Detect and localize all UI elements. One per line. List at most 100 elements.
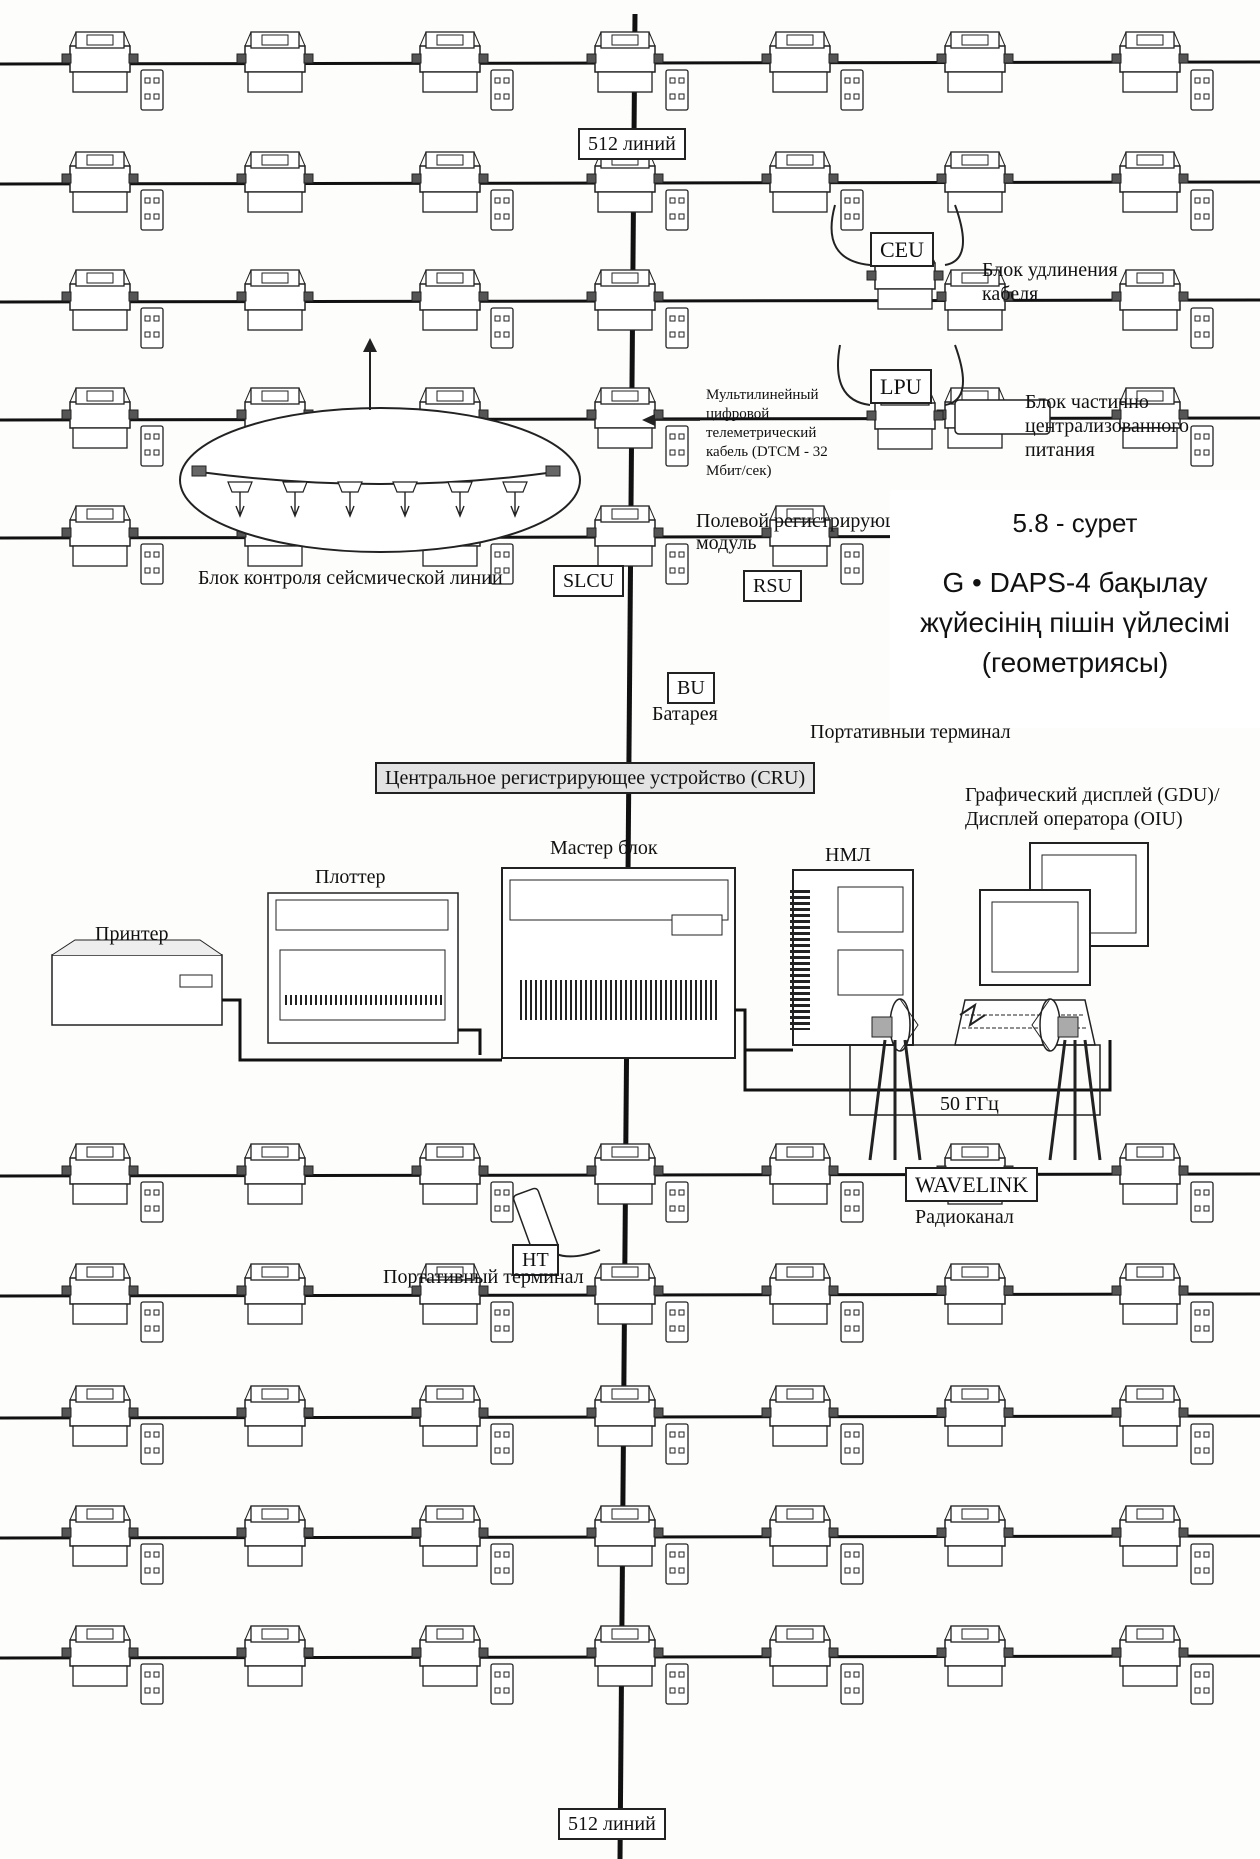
field-unit-icon [237, 270, 313, 330]
battery-icon [491, 70, 513, 110]
field-unit-icon [587, 1386, 663, 1446]
portable-terminal-bottom: Портативный терминал [383, 1265, 584, 1289]
battery-icon [141, 426, 163, 466]
battery-icon [141, 70, 163, 110]
battery-icon [1191, 1302, 1213, 1342]
battery-icon [1191, 426, 1213, 466]
battery-icon [841, 1544, 863, 1584]
field-unit-icon [1112, 1264, 1188, 1324]
wavelink-label: WAVELINK [905, 1167, 1038, 1202]
field-unit-icon [1112, 152, 1188, 212]
caption-body: G • DAPS-4 бақылау жүйесінің пішін үйлес… [890, 563, 1260, 683]
battery-icon [141, 1302, 163, 1342]
field-unit-icon [1112, 1506, 1188, 1566]
printer-icon [52, 940, 222, 1025]
battery-icon [1191, 308, 1213, 348]
field-unit-icon [237, 1264, 313, 1324]
battery-icon [141, 544, 163, 584]
field-unit-icon [237, 152, 313, 212]
field-unit-icon [587, 1144, 663, 1204]
lpu-description: Блок частично централизованного питания [1025, 390, 1189, 462]
field-unit-icon [412, 152, 488, 212]
field-unit-icon [412, 270, 488, 330]
battery-icon [491, 1424, 513, 1464]
battery-icon [841, 1182, 863, 1222]
battery-icon [666, 1544, 688, 1584]
battery-icon [141, 1424, 163, 1464]
plotter-icon [268, 893, 458, 1043]
battery-icon [1191, 190, 1213, 230]
battery-icon [141, 190, 163, 230]
lines-count-top: 512 линий [578, 128, 686, 160]
field-unit-icon [237, 1506, 313, 1566]
field-unit-icon [62, 152, 138, 212]
field-unit-icon [937, 152, 1013, 212]
field-unit-icon [412, 1144, 488, 1204]
radio-channel-label: Радиоканал [915, 1205, 1014, 1229]
battery-icon [1191, 1544, 1213, 1584]
rsu-label: RSU [743, 570, 802, 602]
caption-title: 5.8 - сурет [890, 508, 1260, 539]
field-unit-icon [762, 1386, 838, 1446]
field-unit-icon [1112, 1144, 1188, 1204]
battery-icon [841, 1302, 863, 1342]
field-unit-icon [587, 1626, 663, 1686]
frequency-label: 50 ГГц [940, 1092, 999, 1116]
field-unit-icon [587, 152, 663, 212]
field-unit-icon [762, 152, 838, 212]
field-unit-icon [237, 1144, 313, 1204]
bu-label: BU [667, 672, 715, 704]
lines-count-bottom: 512 линий [558, 1808, 666, 1840]
slcu-description: Блок контроля сейсмической линии [198, 566, 503, 590]
display-description: Графический дисплей (GDU)/ Дисплей опера… [965, 783, 1220, 831]
field-unit-icon [237, 1626, 313, 1686]
field-unit-icon [412, 32, 488, 92]
field-unit-icon [62, 506, 138, 566]
field-unit-icon [62, 1386, 138, 1446]
field-unit-icon [62, 1264, 138, 1324]
battery-icon [841, 1664, 863, 1704]
field-unit-icon [1112, 1626, 1188, 1686]
field-unit-icon [762, 1264, 838, 1324]
figure-caption: 5.8 - сурет G • DAPS-4 бақылау жүйесінің… [890, 490, 1260, 728]
field-unit-icon [1112, 270, 1188, 330]
field-unit-icon [237, 1386, 313, 1446]
battery-icon [841, 190, 863, 230]
slcu-label: SLCU [553, 565, 624, 597]
rsu-description: Полевой регистрирующ модуль [696, 510, 900, 554]
field-unit-icon [587, 506, 663, 566]
battery-icon [666, 308, 688, 348]
battery-icon [666, 190, 688, 230]
printer-label: Принтер [95, 922, 168, 946]
field-unit-icon [587, 32, 663, 92]
field-unit-icon [937, 1264, 1013, 1324]
battery-icon [491, 1664, 513, 1704]
battery-icon [1191, 1424, 1213, 1464]
field-unit-icon [62, 388, 138, 448]
ceu-description: Блок удлинения кабеля [982, 258, 1118, 306]
dtcm-description: Мультилинейный цифровой телеметрический … [706, 386, 828, 481]
battery-icon [491, 1544, 513, 1584]
battery-icon [1191, 1182, 1213, 1222]
lpu-label: LPU [870, 369, 932, 404]
tape-drive-label: НМЛ [825, 843, 871, 867]
battery-icon [141, 308, 163, 348]
battery-icon [491, 1302, 513, 1342]
battery-icon [666, 1182, 688, 1222]
field-unit-icon [937, 1626, 1013, 1686]
battery-icon [841, 70, 863, 110]
field-unit-icon [412, 1386, 488, 1446]
plotter-label: Плоттер [315, 865, 386, 889]
field-unit-icon [762, 32, 838, 92]
battery-icon [491, 1182, 513, 1222]
battery-icon [666, 1424, 688, 1464]
field-unit-icon [62, 1506, 138, 1566]
field-unit-icon [587, 1506, 663, 1566]
battery-icon [491, 190, 513, 230]
field-unit-icon [937, 1386, 1013, 1446]
battery-icon [666, 426, 688, 466]
monitor-icon [980, 843, 1148, 985]
master-unit-icon [502, 868, 735, 1058]
field-unit-icon [1112, 1386, 1188, 1446]
field-unit-icon [237, 32, 313, 92]
